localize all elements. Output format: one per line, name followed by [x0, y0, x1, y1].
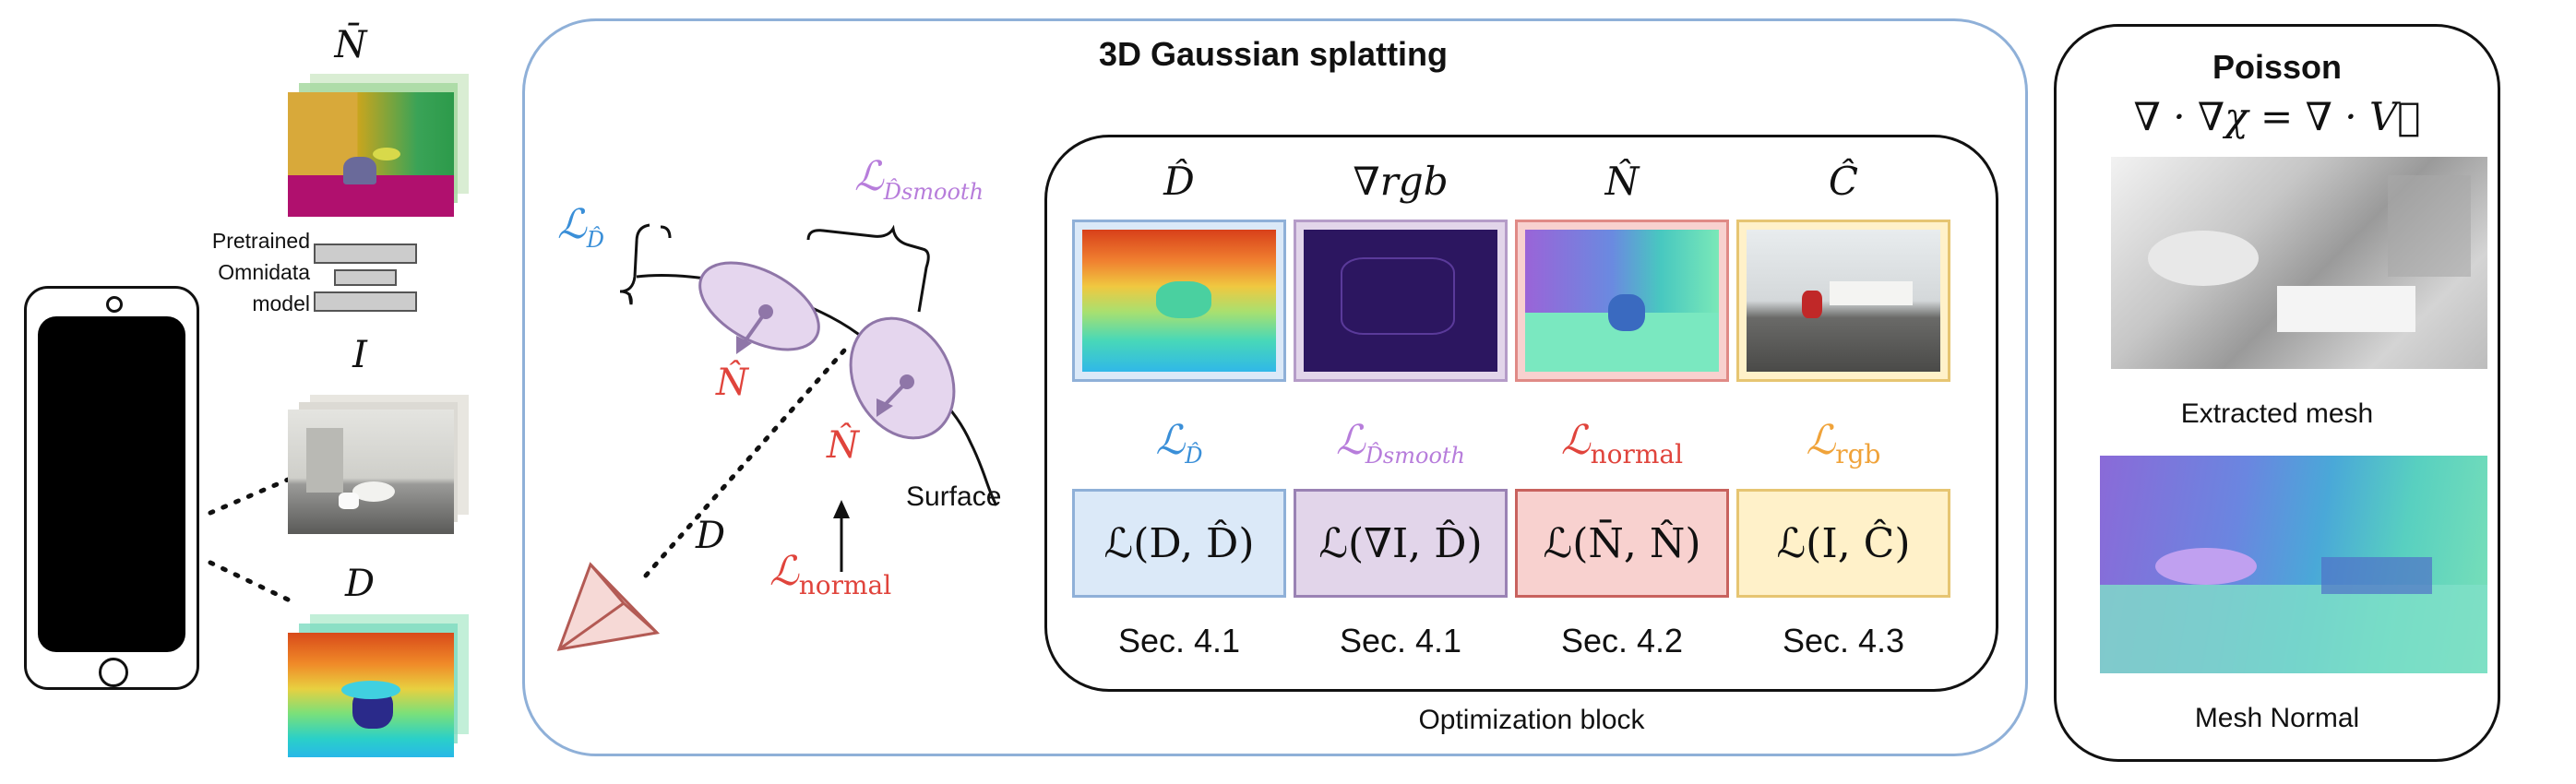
sec-label-normal: Sec. 4.2 [1560, 622, 1684, 659]
normal-label-1: N̂ [716, 362, 748, 404]
formula-depth: ℒ(D, D̂) [1072, 489, 1286, 598]
header-normal: N̂ [1604, 159, 1640, 204]
nbar-image-stack [288, 74, 472, 221]
gaussian-ellipse-1 [698, 261, 820, 351]
loss-label-depth: ℒD̂ [1155, 417, 1203, 469]
poisson-panel [2054, 24, 2500, 762]
thumb-normal [1515, 220, 1729, 382]
extracted-mesh-label: Extracted mesh [2180, 398, 2374, 429]
loss-depth-label: ℒD̂ [557, 201, 604, 253]
bracket-depth [619, 223, 650, 305]
poisson-title: Poisson [2212, 48, 2343, 86]
d-image-stack [288, 614, 472, 762]
ray-depth-label: D [696, 515, 726, 557]
loss-label-smooth: ℒD̂smooth [1335, 417, 1466, 469]
header-color: Ĉ [1828, 159, 1859, 204]
phone-home-button [99, 658, 128, 687]
normal-label-2: N̂ [827, 424, 859, 467]
network-icon [314, 244, 421, 312]
i-label: I [352, 334, 367, 376]
d-label: D [344, 563, 376, 605]
sec-label-rgb: Sec. 4.3 [1782, 622, 1905, 659]
camera-frustum-icon [556, 562, 661, 651]
nbar-image [288, 92, 454, 217]
loss-label-normal: ℒnormal [1560, 417, 1684, 469]
surface-label: Surface [906, 481, 1002, 512]
i-image [288, 410, 454, 534]
bracket-smooth [806, 224, 930, 313]
i-image-stack [288, 387, 472, 535]
phone [24, 286, 199, 690]
sec-label-smooth: Sec. 4.1 [1339, 622, 1462, 659]
gaussian-splatting-panel [522, 18, 2028, 756]
loss-normal-label: ℒnormal [769, 548, 892, 600]
phone-camera-dot [106, 296, 123, 313]
thumb-grad-rgb [1294, 220, 1508, 382]
depth-ray [643, 340, 853, 578]
thumb-color [1736, 220, 1950, 382]
formula-smooth: ℒ(∇I, D̂) [1294, 489, 1508, 598]
optimization-caption: Optimization block [1418, 705, 1645, 735]
sec-label-depth: Sec. 4.1 [1117, 622, 1241, 659]
thumb-depth [1072, 220, 1286, 382]
loss-smooth-label: ℒD̂smooth [854, 153, 984, 205]
d-image [288, 633, 454, 757]
nbar-label: N̄ [334, 24, 367, 66]
formula-normal: ℒ(N̄, N̂) [1515, 489, 1729, 598]
poisson-equation: ∇ · ∇χ = ∇ · V⃗ [2133, 94, 2421, 139]
extracted-mesh-image [2111, 157, 2487, 369]
loss-label-rgb: ℒrgb [1806, 417, 1881, 469]
smartphone-icon [38, 316, 185, 652]
header-grad-rgb: ∇rgb [1353, 159, 1449, 204]
optimization-block [1044, 135, 1998, 692]
gs-title: 3D Gaussian splatting [1098, 35, 1449, 73]
formula-rgb: ℒ(I, Ĉ) [1736, 489, 1950, 598]
header-depth: D̂ [1163, 159, 1195, 204]
model-label: Pretrained Omnidata model [211, 229, 310, 315]
mesh-normal-image [2100, 456, 2487, 673]
mesh-normal-label: Mesh Normal [2194, 703, 2360, 733]
